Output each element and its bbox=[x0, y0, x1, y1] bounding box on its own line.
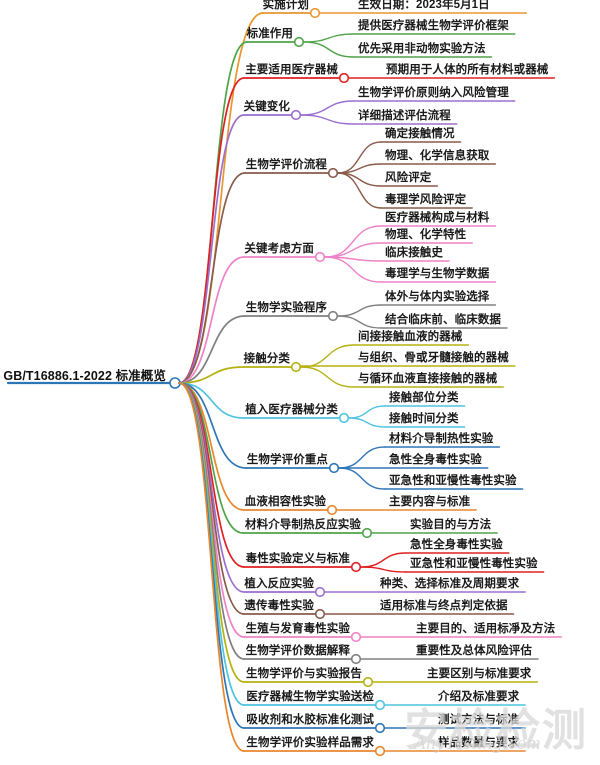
branch-label-16: 生物学评价数据解释 bbox=[245, 645, 350, 657]
leaf-label-13-0: 种类、选择标准及周期要求 bbox=[380, 578, 520, 590]
branch-label-5: 关键考虑方面 bbox=[244, 243, 314, 255]
leaf-label-18-0: 介绍及标准要求 bbox=[438, 691, 520, 703]
branch-label-0: 实施计划 bbox=[262, 0, 309, 11]
branch-label-6: 生物学实验程序 bbox=[245, 302, 327, 314]
branch-label-14: 遗传毒性实验 bbox=[244, 600, 314, 612]
leaf-label-9-2: 亚急性和亚慢性毒性实验 bbox=[389, 475, 517, 487]
root-node-label: GB/T16886.1-2022 标准概览 bbox=[3, 369, 166, 383]
leaf-label-8-1: 接触时间分类 bbox=[389, 413, 459, 425]
leaf-label-11-0: 实验目的与方法 bbox=[410, 519, 492, 531]
leaf-label-10-0: 主要内容与标准 bbox=[389, 496, 471, 508]
leaf-label-15-0: 主要目的、适用标凈及方法 bbox=[416, 623, 556, 635]
leaf-label-17-0: 主要区别与标准要求 bbox=[427, 668, 532, 680]
leaf-label-4-0: 确定接触情况 bbox=[385, 128, 455, 140]
leaf-label-6-1: 结合临床前、临床数据 bbox=[385, 314, 501, 326]
branch-label-4: 生物学评价流程 bbox=[245, 159, 327, 171]
leaf-label-19-0: 测试方法与标准 bbox=[438, 714, 520, 726]
branch-label-1: 标准作用 bbox=[246, 28, 293, 40]
branch-label-20: 生物学评价实验样品需求 bbox=[246, 737, 374, 749]
branch-label-8: 植入医疗器械分类 bbox=[245, 404, 338, 416]
leaf-label-4-1: 物理、化学信息获取 bbox=[385, 150, 490, 162]
leaf-label-14-0: 适用标准与终点判定依据 bbox=[380, 600, 508, 612]
leaf-label-5-0: 医疗器械构成与材料 bbox=[385, 212, 490, 224]
branch-label-3: 关键变化 bbox=[243, 101, 290, 113]
branch-label-18: 医疗器械生物学实验送检 bbox=[246, 691, 374, 703]
leaf-label-7-0: 间接接触血液的器械 bbox=[358, 331, 463, 343]
branch-label-9: 生物学评价重点 bbox=[246, 454, 328, 466]
leaf-label-2-0: 预期用于人体的所有材料或器械 bbox=[386, 64, 549, 76]
branch-label-13: 植入反应实验 bbox=[244, 578, 314, 590]
leaf-label-4-2: 风险评定 bbox=[385, 172, 432, 184]
branch-label-17: 生物学评价与实验报告 bbox=[246, 668, 362, 680]
leaf-label-9-1: 急性全身毒性实验 bbox=[389, 454, 482, 466]
branch-label-7: 接触分类 bbox=[243, 353, 290, 365]
leaf-label-1-1: 优先采用非动物实验方法 bbox=[358, 43, 486, 55]
branch-label-2: 主要适用医疗器械 bbox=[245, 64, 338, 76]
leaf-label-3-0: 生物学评价原则纳入风险管理 bbox=[358, 87, 509, 99]
branch-label-11: 材料介导制热反应实验 bbox=[245, 519, 361, 531]
leaf-label-0-0: 生效日期：2023年5月1日 bbox=[358, 0, 490, 11]
leaf-label-20-0: 样品数量与要求 bbox=[438, 737, 520, 749]
leaf-label-8-0: 接触部位分类 bbox=[389, 392, 459, 404]
leaf-label-5-1: 物理、化学特性 bbox=[385, 229, 467, 241]
leaf-label-4-3: 毒理学风险评定 bbox=[385, 194, 467, 206]
leaf-label-12-1: 亚急性和亚慢性毒性实验 bbox=[410, 558, 538, 570]
branch-label-19: 吸收剂和水胶标准化测试 bbox=[246, 714, 374, 726]
leaf-label-9-0: 材料介导制热性实验 bbox=[389, 433, 494, 445]
leaf-label-7-2: 与循环血液直接接触的器械 bbox=[358, 373, 498, 385]
leaf-label-5-3: 毒理学与生物学数据 bbox=[385, 268, 490, 280]
leaf-label-7-1: 与组织、骨或牙髓接触的器械 bbox=[358, 352, 509, 364]
branch-label-15: 生殖与发育毒性实验 bbox=[245, 623, 350, 635]
branch-label-12: 毒性实验定义与标准 bbox=[245, 553, 350, 565]
branch-label-10: 血液相容性实验 bbox=[244, 496, 326, 508]
leaf-label-1-0: 提供医疗器械生物学评价框架 bbox=[358, 20, 509, 32]
leaf-label-16-0: 重要性及总体风险评估 bbox=[416, 645, 532, 657]
leaf-label-6-0: 体外与体内实验选择 bbox=[385, 291, 490, 303]
leaf-label-12-0: 急性全身毒性实验 bbox=[410, 539, 503, 551]
leaf-label-5-2: 临床接触史 bbox=[385, 247, 443, 259]
leaf-label-3-1: 详细描述评估流程 bbox=[358, 110, 451, 122]
